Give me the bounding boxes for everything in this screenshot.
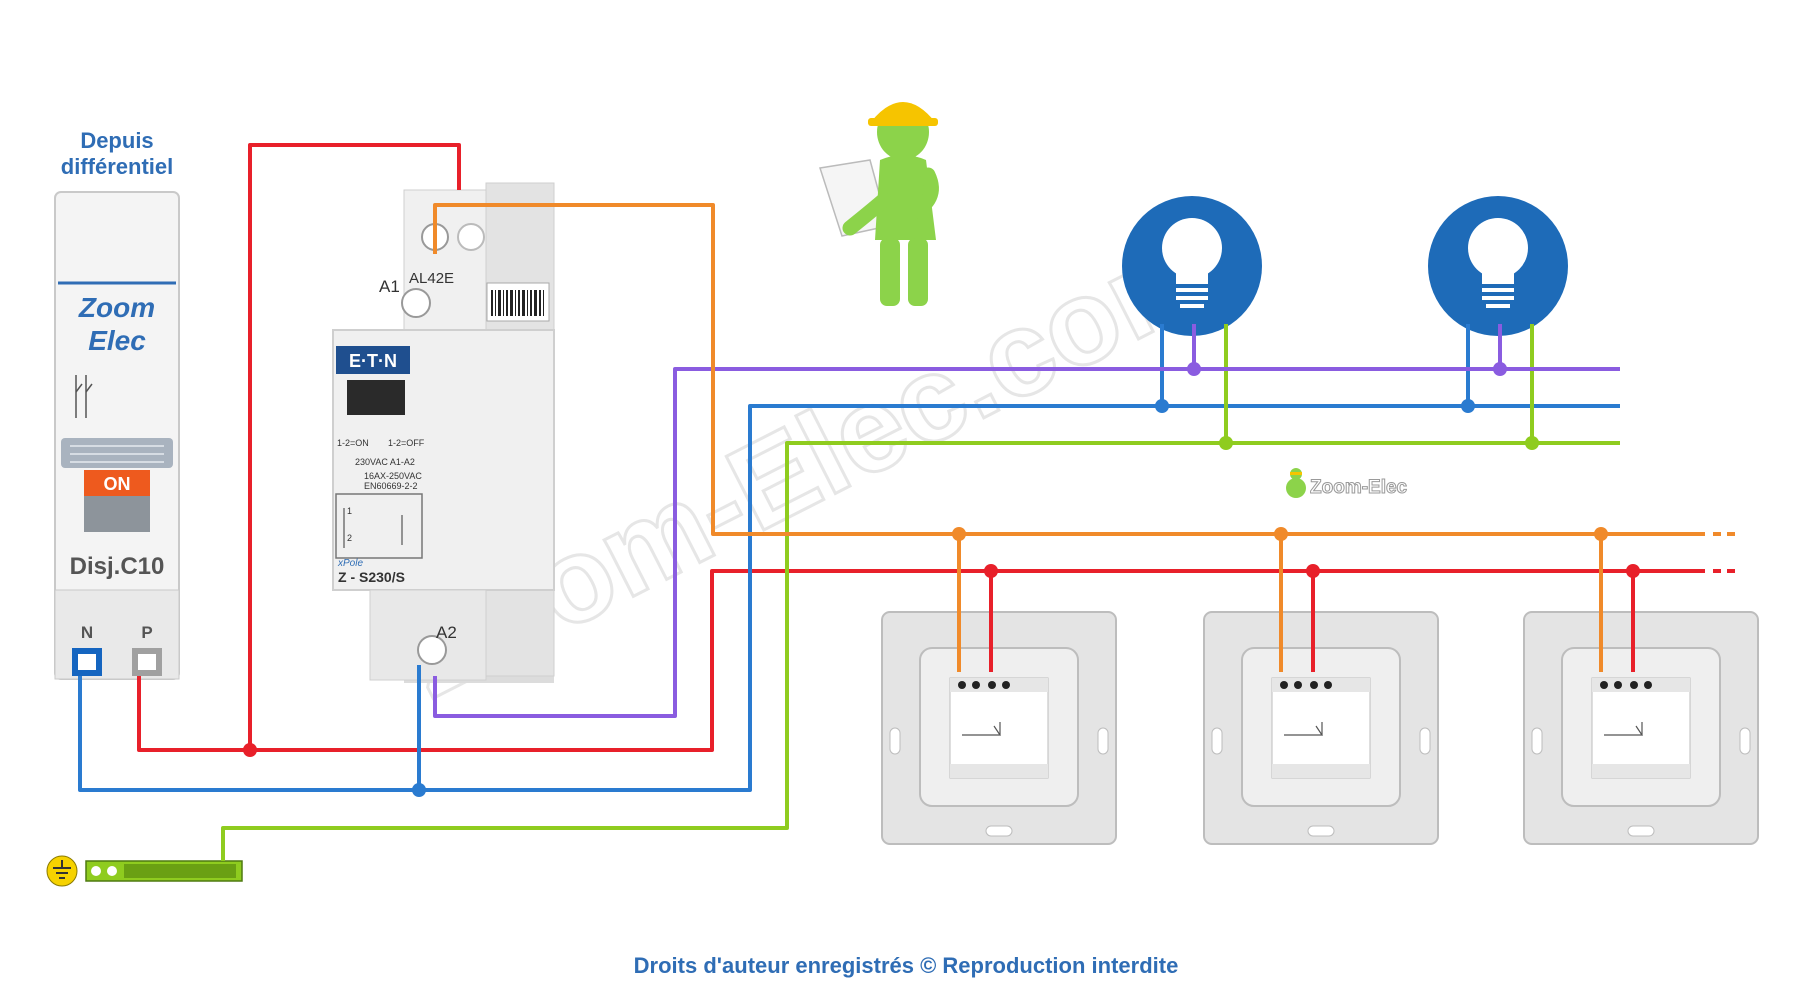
junction-dot (412, 783, 426, 797)
breaker-brand-line2: Elec (88, 325, 146, 356)
wires (78, 143, 1740, 861)
wire-neutral-main (78, 404, 1620, 792)
junctions (243, 362, 1640, 797)
terminal-p-label: P (141, 623, 152, 642)
wire-earth-main (221, 441, 1620, 861)
relay-series: xPole (337, 558, 363, 569)
terminal-n-label: N (81, 623, 93, 642)
relay-mode-off: 1-2=OFF (388, 438, 425, 448)
junction-dot (1155, 399, 1169, 413)
relay-top-model: AL42E (409, 270, 454, 287)
relay-window (347, 380, 405, 415)
relay-contact-spec: 16AX-250VAC (364, 471, 422, 481)
earth-symbol-icon (46, 855, 78, 887)
remote-switch[interactable]: A1 AL42E A2 E·T·N 1-2=ON 1-2=OFF 230VAC … (332, 182, 555, 683)
junction-dot (1306, 564, 1320, 578)
push-button-3[interactable] (1523, 611, 1759, 845)
breaker-on-indicator (84, 470, 150, 496)
wire-control-main (433, 203, 1705, 536)
logo-text: Zoom-Elec (1310, 477, 1408, 498)
relay-norm: EN60669-2-2 (364, 481, 418, 491)
worker-figure-icon (819, 102, 939, 306)
junction-dot (1274, 527, 1288, 541)
relay-contact-1: 1 (347, 506, 352, 516)
wire-phase-relay (248, 143, 461, 750)
junction-dot (243, 743, 257, 757)
circuit-breaker[interactable]: Zoom Elec ON Disj.C10 N P (54, 191, 180, 680)
junction-dot (1594, 527, 1608, 541)
source-label-line2: différentiel (61, 154, 173, 179)
junction-dot (1187, 362, 1201, 376)
junction-dot (1493, 362, 1507, 376)
push-button-1[interactable] (881, 611, 1117, 845)
copyright-label: Droits d'auteur enregistrés © Reproducti… (634, 953, 1179, 978)
relay-contact-2: 2 (347, 533, 352, 543)
breaker-symbol-icon (75, 375, 93, 418)
relay-coil-spec: 230VAC A1-A2 (355, 457, 415, 467)
junction-dot (1461, 399, 1475, 413)
source-label-line1: Depuis (80, 128, 153, 153)
barcode-icon (486, 282, 550, 322)
lamp-2[interactable] (1428, 196, 1568, 336)
lamp-1[interactable] (1122, 196, 1262, 336)
junction-dot (1626, 564, 1640, 578)
relay-terminal-a2: A2 (436, 623, 457, 642)
screw-a1-icon (401, 288, 431, 318)
relay-brand: E·T·N (349, 351, 397, 371)
relay-model: Z - S230/S (338, 569, 405, 585)
junction-dot (1525, 436, 1539, 450)
relay-mode-on: 1-2=ON (337, 438, 369, 448)
bulb-icon (1162, 218, 1222, 278)
relay-contact-diagram (335, 493, 423, 559)
junction-dot (952, 527, 966, 541)
breaker-brand-line1: Zoom (78, 292, 155, 323)
wire-return-main (433, 367, 1620, 718)
wire-phase-main (137, 569, 1705, 752)
bulb-icon (1468, 218, 1528, 278)
push-button-2[interactable] (1203, 611, 1439, 845)
breaker-name-label: Disj.C10 (70, 553, 165, 580)
zoom-elec-logo: Zoom-Elec (1286, 468, 1408, 499)
junction-dot (984, 564, 998, 578)
earth-bar[interactable] (85, 860, 243, 882)
breaker-state-label: ON (104, 474, 131, 494)
screw-a2-icon (417, 635, 447, 665)
junction-dot (1219, 436, 1233, 450)
relay-terminal-a1: A1 (379, 277, 400, 296)
